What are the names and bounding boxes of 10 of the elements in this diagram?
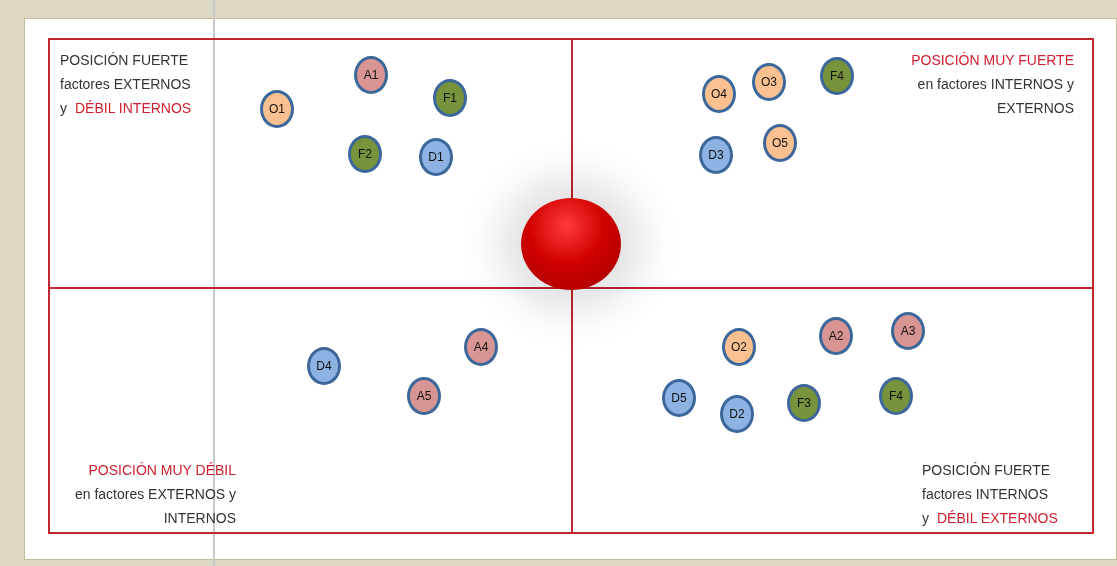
quadrant-box (571, 287, 1094, 534)
quadrant-label: DÉBIL EXTERNOS (937, 510, 1058, 526)
quadrant-label: POSICIÓN MUY FUERTE (910, 51, 1074, 70)
quadrant-label: DÉBIL INTERNOS (75, 100, 192, 116)
quadrant-label: y (922, 510, 929, 526)
quadrant-label: POSICIÓN MUY DÉBIL (87, 461, 236, 480)
quadrant-box (48, 287, 573, 534)
quadrant-label: y (60, 100, 67, 116)
quadrant-label: en factores EXTERNOS y INTERNOS (73, 485, 236, 528)
quadrant-label: en factores INTERNOS y EXTERNOS (916, 75, 1074, 118)
